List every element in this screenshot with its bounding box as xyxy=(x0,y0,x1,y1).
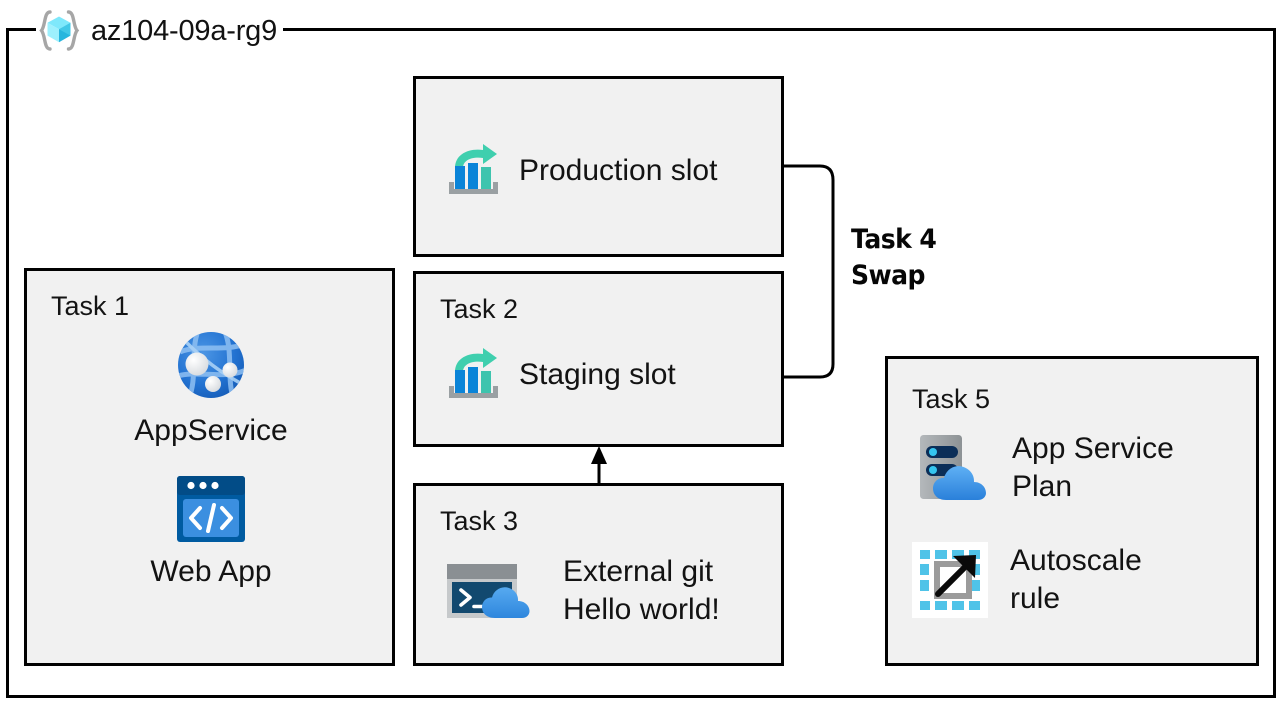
resource-group-label: az104-09a-rg9 xyxy=(36,10,284,51)
app-service-caption: AppService xyxy=(134,414,288,447)
resource-group-cube-icon xyxy=(36,8,82,54)
web-app-window-icon xyxy=(174,473,248,545)
app-service-plan-icon xyxy=(912,429,990,507)
staging-slot-row: Staging slot xyxy=(443,346,676,404)
production-slot-caption: Production slot xyxy=(519,153,718,187)
external-git-caption: External git Hello world! xyxy=(563,555,720,627)
cloud-shell-terminal-icon xyxy=(443,558,539,624)
task1-box: Task 1 xyxy=(24,268,395,666)
autoscale-rule-icon xyxy=(912,542,988,619)
autoscale-rule-row: Autoscale rule xyxy=(912,542,1142,619)
task2-label: Task 2 xyxy=(440,294,519,324)
autoscale-rule-caption: Autoscale rule xyxy=(1010,544,1142,616)
deployment-slot-icon xyxy=(443,142,505,200)
resource-group-frame xyxy=(6,28,1276,698)
task1-label: Task 1 xyxy=(51,291,130,321)
app-service-plan-caption: App Service Plan xyxy=(1012,431,1174,503)
external-git-row: External git Hello world! xyxy=(443,553,720,630)
deployment-slot-icon xyxy=(443,346,505,404)
task3-label: Task 3 xyxy=(440,506,519,536)
app-service-plan-row: App Service Plan xyxy=(912,429,1174,507)
task5-label: Task 5 xyxy=(912,384,991,414)
task3-box: Task 3 xyxy=(413,483,784,666)
swap-annotation: Task 4 Swap xyxy=(851,224,937,291)
app-service-item: AppService xyxy=(111,326,311,446)
web-app-caption: Web App xyxy=(150,555,272,588)
production-slot-row: Production slot xyxy=(443,142,717,200)
production-slot-box: Production slot xyxy=(413,76,784,257)
resource-group-name: az104-09a-rg9 xyxy=(91,14,278,47)
task2-box: Task 2 Staging slot xyxy=(413,271,784,447)
task5-box: Task 5 xyxy=(885,356,1259,666)
web-app-item: Web App xyxy=(111,473,311,587)
app-service-globe-icon xyxy=(172,326,250,404)
staging-slot-caption: Staging slot xyxy=(519,357,676,391)
